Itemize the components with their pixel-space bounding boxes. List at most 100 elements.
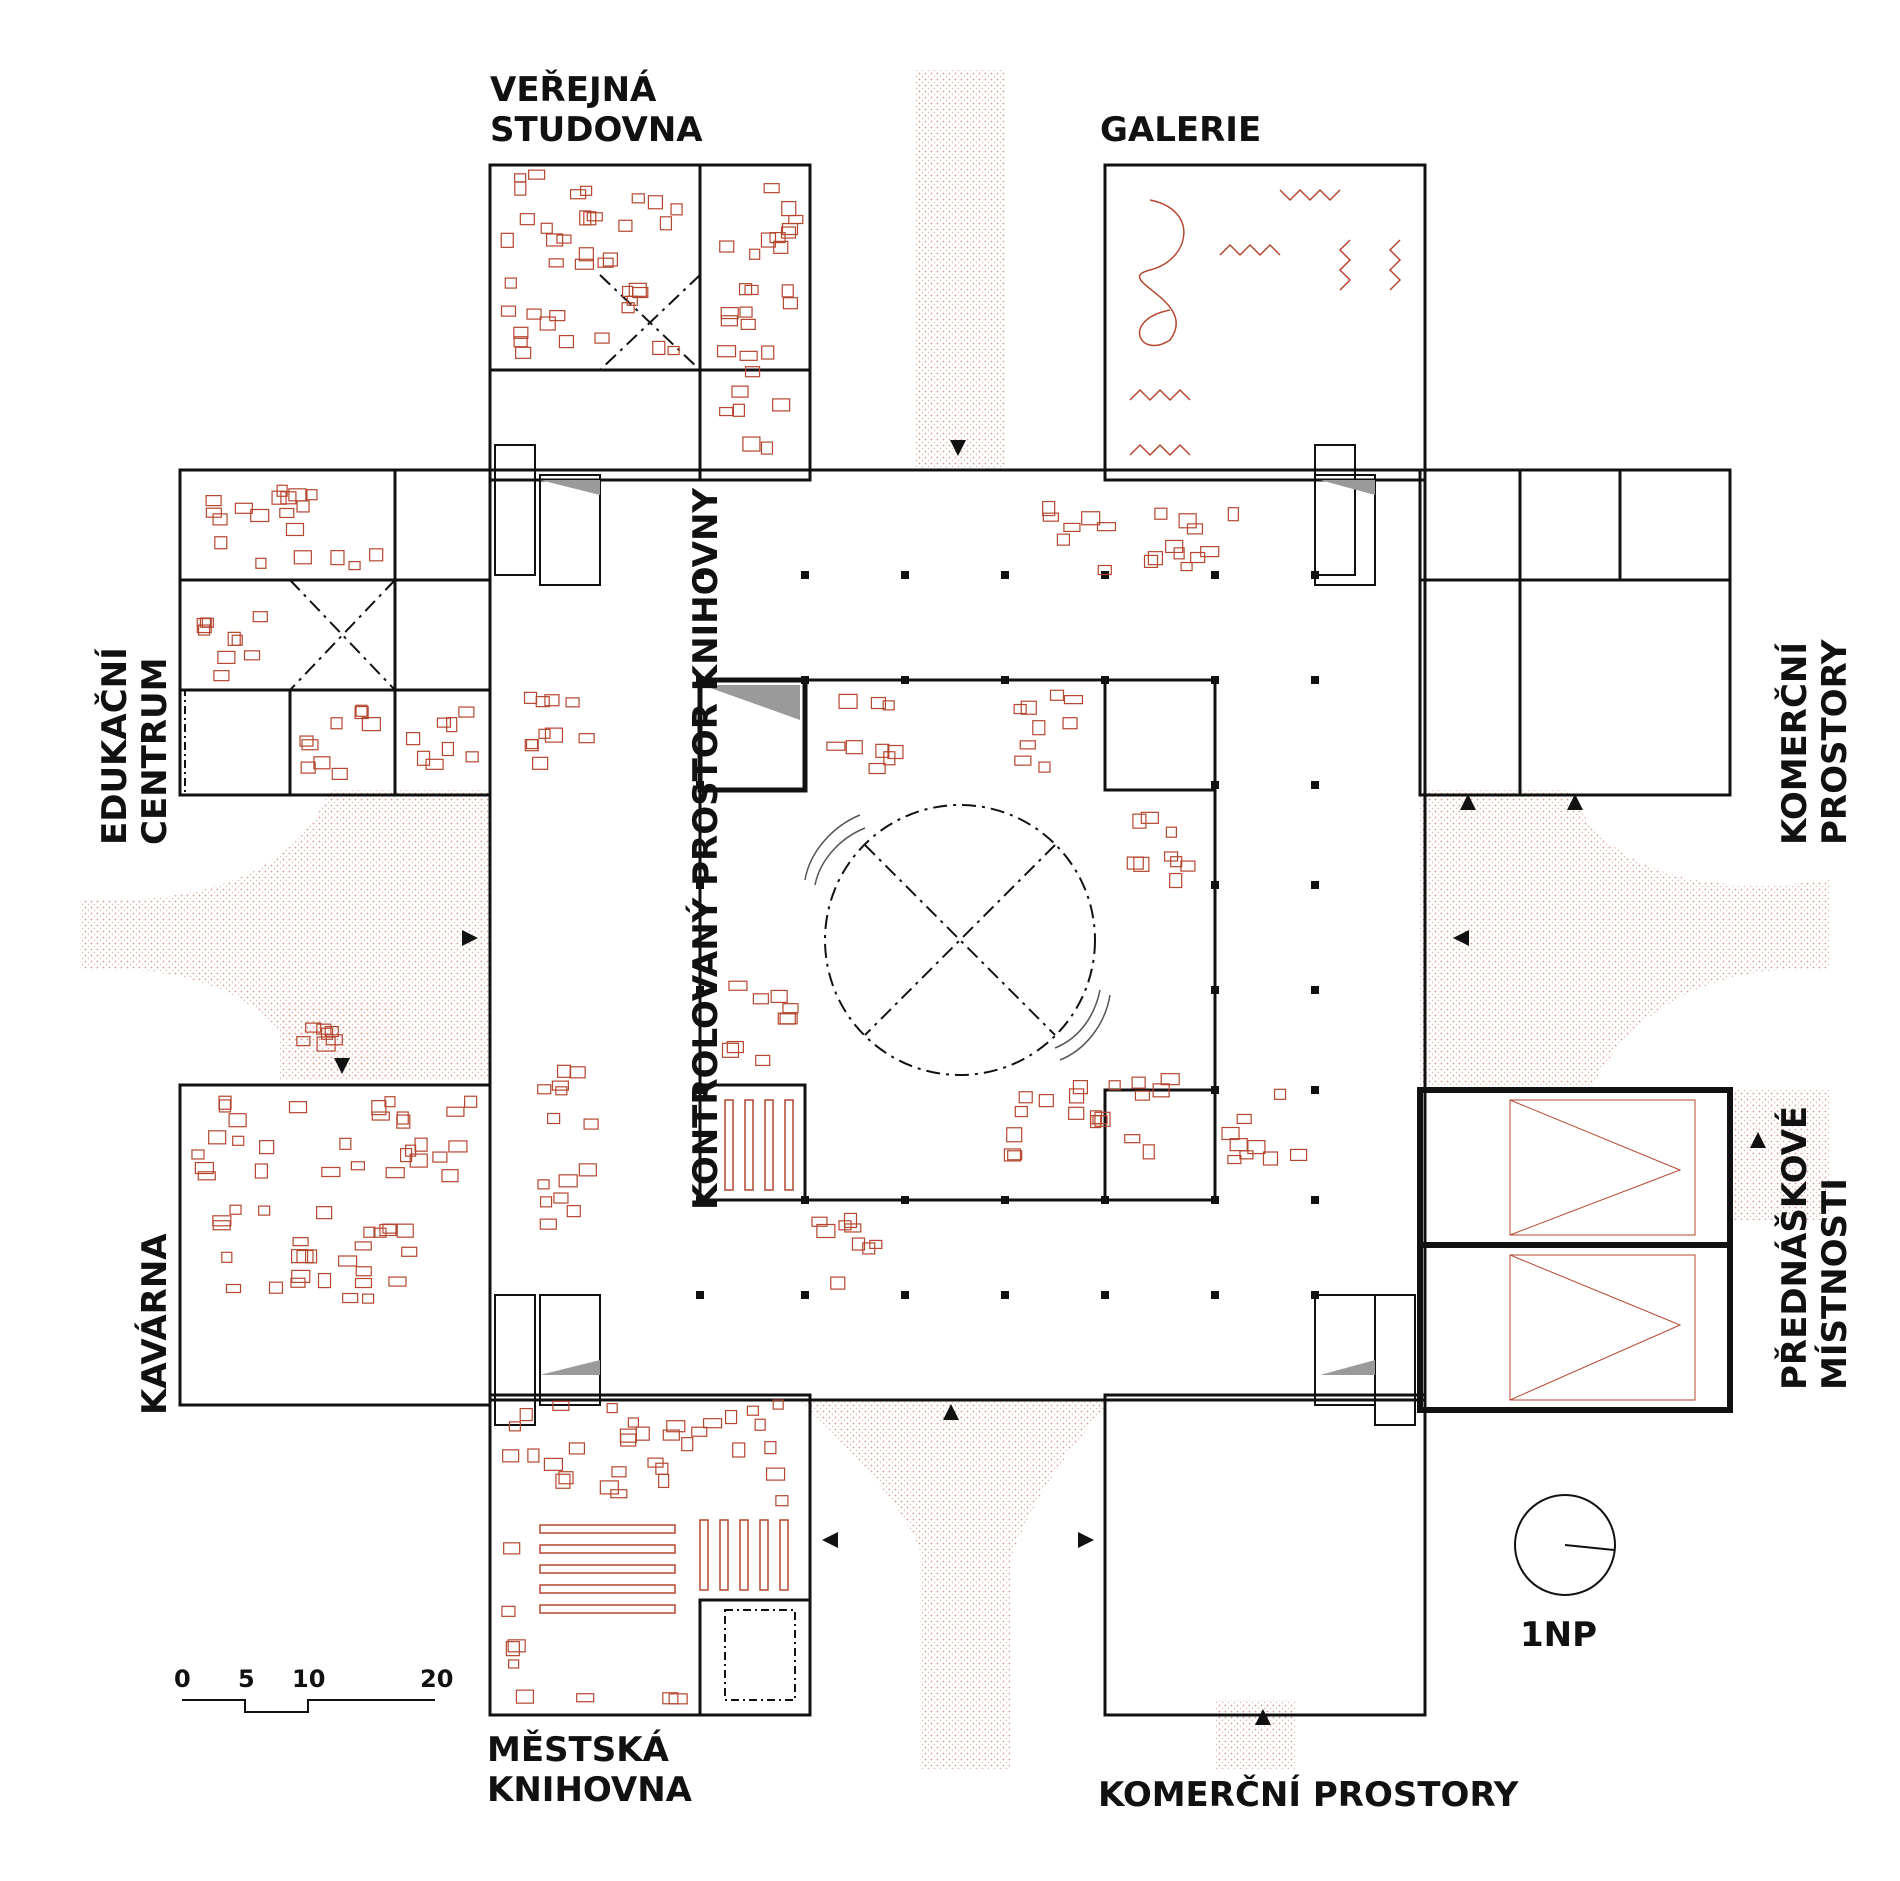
furniture-piece bbox=[732, 403, 745, 417]
furniture-piece bbox=[760, 441, 774, 455]
column bbox=[1311, 1291, 1319, 1299]
furniture-piece bbox=[396, 1223, 414, 1238]
furniture-piece bbox=[405, 732, 421, 746]
furniture-piece bbox=[830, 1276, 846, 1290]
furniture-piece bbox=[662, 1429, 680, 1441]
furniture-piece bbox=[1068, 1088, 1085, 1104]
furniture-piece bbox=[558, 334, 575, 349]
furniture-piece bbox=[862, 1242, 876, 1255]
furniture-piece bbox=[500, 305, 517, 317]
furniture-piece bbox=[212, 513, 228, 526]
furniture-piece bbox=[631, 193, 645, 204]
furniture-piece bbox=[465, 751, 479, 763]
furniture-piece bbox=[1131, 1076, 1146, 1089]
furniture-piece bbox=[597, 257, 614, 268]
furniture-piece bbox=[369, 548, 384, 562]
furniture-piece bbox=[501, 1605, 516, 1617]
furniture-piece bbox=[271, 490, 287, 505]
furniture-piece bbox=[655, 1462, 669, 1475]
furniture-piece bbox=[732, 1442, 746, 1458]
furniture bbox=[191, 169, 1308, 1705]
furniture-piece bbox=[254, 1163, 268, 1179]
furniture-piece bbox=[666, 1420, 686, 1433]
furniture-piece bbox=[409, 1153, 428, 1168]
furniture-piece bbox=[869, 1239, 883, 1250]
furniture-piece bbox=[576, 1693, 595, 1703]
furniture-piece bbox=[1018, 1091, 1033, 1104]
furniture-piece bbox=[569, 189, 587, 200]
furniture-piece bbox=[425, 758, 444, 770]
furniture-piece bbox=[1247, 1139, 1266, 1155]
furniture-piece bbox=[276, 484, 288, 497]
furniture-piece bbox=[760, 232, 777, 248]
furniture-piece bbox=[851, 1237, 866, 1251]
entrance-arrows bbox=[334, 440, 1766, 1725]
column bbox=[696, 1291, 704, 1299]
furniture-piece bbox=[635, 1426, 650, 1441]
furniture-piece bbox=[1014, 1105, 1028, 1118]
furniture-piece bbox=[1262, 1151, 1279, 1166]
column bbox=[801, 1291, 809, 1299]
furniture-piece bbox=[1019, 740, 1036, 750]
furniture-piece bbox=[1096, 522, 1117, 532]
furniture-piece bbox=[1081, 511, 1101, 526]
furniture-piece bbox=[252, 611, 268, 623]
furniture-piece bbox=[1068, 1106, 1085, 1120]
furniture-piece bbox=[1006, 1127, 1023, 1143]
furniture-piece bbox=[558, 1471, 574, 1485]
furniture-piece bbox=[1133, 856, 1150, 872]
furniture-piece bbox=[626, 295, 638, 306]
column bbox=[1211, 781, 1219, 789]
furniture-piece bbox=[1147, 551, 1163, 566]
furniture-piece bbox=[1042, 500, 1056, 517]
furniture-piece bbox=[354, 1277, 373, 1289]
furniture-piece bbox=[1124, 1134, 1141, 1144]
furniture-piece bbox=[716, 345, 737, 358]
furniture-piece bbox=[197, 1171, 216, 1181]
furniture-piece bbox=[578, 1163, 597, 1177]
furniture-piece bbox=[843, 1212, 858, 1229]
column bbox=[1311, 881, 1319, 889]
furniture-piece bbox=[446, 717, 458, 733]
furniture-piece bbox=[234, 502, 253, 514]
furniture-piece bbox=[578, 247, 594, 262]
label-komercni-prostory-east: KOMERČNÍ PROSTORY bbox=[1775, 639, 1855, 845]
furniture-piece bbox=[749, 248, 761, 260]
furniture-piece bbox=[317, 1272, 332, 1289]
furniture-piece bbox=[779, 1013, 798, 1025]
furniture-piece bbox=[764, 1441, 777, 1455]
furniture-piece bbox=[627, 1417, 639, 1428]
furniture-piece bbox=[543, 1457, 563, 1471]
column bbox=[901, 571, 909, 579]
furniture-piece bbox=[532, 756, 549, 770]
furniture-piece bbox=[1063, 695, 1084, 705]
furniture-piece bbox=[539, 1218, 557, 1230]
furniture-piece bbox=[1013, 703, 1027, 715]
furniture-piece bbox=[505, 1641, 520, 1657]
furniture-piece bbox=[399, 1147, 413, 1163]
furniture-piece bbox=[594, 332, 610, 344]
furniture-piece bbox=[515, 346, 532, 359]
column bbox=[1101, 1196, 1109, 1204]
furniture-piece bbox=[331, 767, 348, 780]
furniture-piece bbox=[811, 1216, 828, 1227]
column bbox=[1311, 1196, 1319, 1204]
furniture-piece bbox=[255, 557, 267, 569]
furniture-piece bbox=[1143, 554, 1159, 569]
furniture-piece bbox=[1108, 1080, 1121, 1091]
furniture-piece bbox=[296, 1249, 314, 1264]
furniture-piece bbox=[566, 1205, 581, 1218]
furniture-piece bbox=[782, 297, 799, 310]
furniture-piece bbox=[539, 316, 556, 331]
column bbox=[1211, 986, 1219, 994]
furniture-piece bbox=[1165, 539, 1184, 554]
column bbox=[901, 1196, 909, 1204]
furniture-piece bbox=[1180, 860, 1196, 872]
furniture-piece bbox=[1062, 717, 1078, 730]
furniture-piece bbox=[316, 1206, 333, 1220]
furniture-piece bbox=[599, 1480, 619, 1495]
furniture-piece bbox=[574, 258, 594, 270]
furniture-piece bbox=[258, 1205, 271, 1216]
furniture-piece bbox=[744, 284, 759, 296]
column bbox=[696, 1086, 704, 1094]
